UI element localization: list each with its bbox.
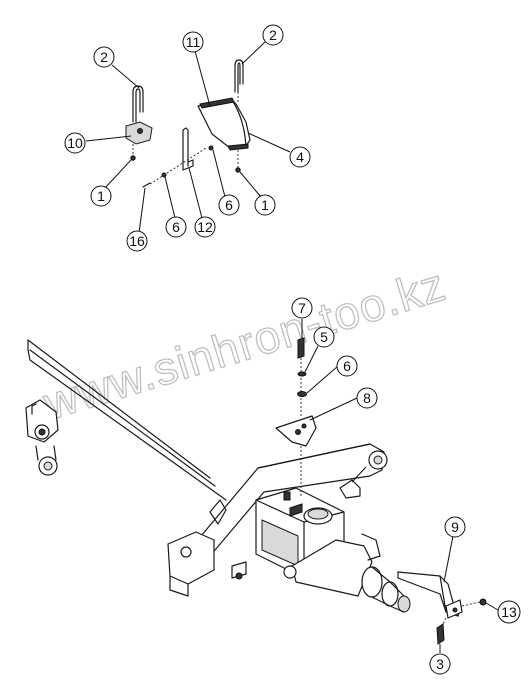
u-bolt-left [132, 85, 144, 123]
svg-text:9: 9 [451, 519, 459, 535]
callout-6-mid: 6 [165, 216, 187, 238]
washer-part-6-left [161, 172, 167, 178]
hitch-bracket [167, 499, 227, 597]
svg-text:6: 6 [225, 197, 233, 213]
svg-text:2: 2 [269, 27, 277, 43]
leader-lines [85, 41, 499, 653]
bracket-part-10 [125, 121, 153, 145]
nut-part-13 [479, 598, 487, 606]
callout-1-right: 1 [254, 194, 276, 216]
svg-text:6: 6 [343, 358, 351, 374]
svg-text:12: 12 [197, 219, 213, 235]
svg-text:5: 5 [320, 329, 328, 345]
nut-part-1-right [235, 167, 241, 173]
steering-lever-part-9 [397, 571, 463, 619]
callout-11: 11 [182, 31, 204, 53]
watermark-text: www.sinhron-too.kz [37, 258, 452, 430]
svg-text:3: 3 [436, 656, 444, 672]
bolt-part-7 [297, 337, 305, 359]
long-beam [27, 339, 227, 501]
callout-1-left: 1 [90, 185, 112, 207]
callout-13: 13 [497, 600, 521, 624]
bolt-part-3 [436, 623, 445, 645]
callout-3: 3 [429, 653, 451, 675]
svg-text:13: 13 [501, 604, 517, 620]
callout-6-lower: 6 [336, 355, 358, 377]
callout-8: 8 [356, 387, 378, 409]
callout-2-left: 2 [93, 46, 115, 68]
nut-part-1-left [130, 155, 136, 161]
axle-spindle [283, 533, 411, 613]
callouts: 2 2 11 10 4 1 6 1 [64, 24, 521, 675]
lever-part-12 [182, 127, 194, 171]
left-wheel-assembly [25, 399, 59, 476]
svg-text:1: 1 [261, 197, 269, 213]
u-bolt-right [234, 59, 244, 93]
sector-plate-part-4 [197, 97, 251, 151]
frame-bolt [231, 561, 247, 580]
middle-exploded-parts [275, 337, 317, 496]
callout-4: 4 [289, 146, 311, 168]
svg-text:7: 7 [298, 300, 306, 316]
callout-10: 10 [64, 132, 86, 154]
svg-text:2: 2 [100, 49, 108, 65]
callout-12: 12 [194, 216, 216, 238]
svg-text:1: 1 [97, 188, 105, 204]
screw-part-16 [142, 182, 151, 188]
svg-text:10: 10 [67, 135, 83, 151]
bracket-plate-part-8 [275, 415, 317, 447]
svg-text:11: 11 [186, 34, 201, 50]
callout-7: 7 [291, 297, 313, 319]
diagonal-arm [195, 443, 388, 557]
arm-bracket [339, 479, 361, 499]
callout-16: 16 [126, 230, 148, 252]
main-frame-assembly [25, 339, 411, 613]
svg-text:8: 8 [363, 390, 371, 406]
washer-part-6-right [208, 145, 214, 151]
washer-part-6-middle [297, 391, 307, 397]
svg-text:6: 6 [172, 219, 180, 235]
callout-5: 5 [313, 326, 335, 348]
svg-text:16: 16 [129, 233, 145, 249]
callout-6-top: 6 [218, 194, 240, 216]
svg-text:4: 4 [296, 149, 304, 165]
top-assembly [125, 59, 251, 188]
spring-washer-part-5 [297, 371, 307, 377]
callout-2-right: 2 [262, 24, 284, 46]
callout-9: 9 [444, 516, 466, 538]
